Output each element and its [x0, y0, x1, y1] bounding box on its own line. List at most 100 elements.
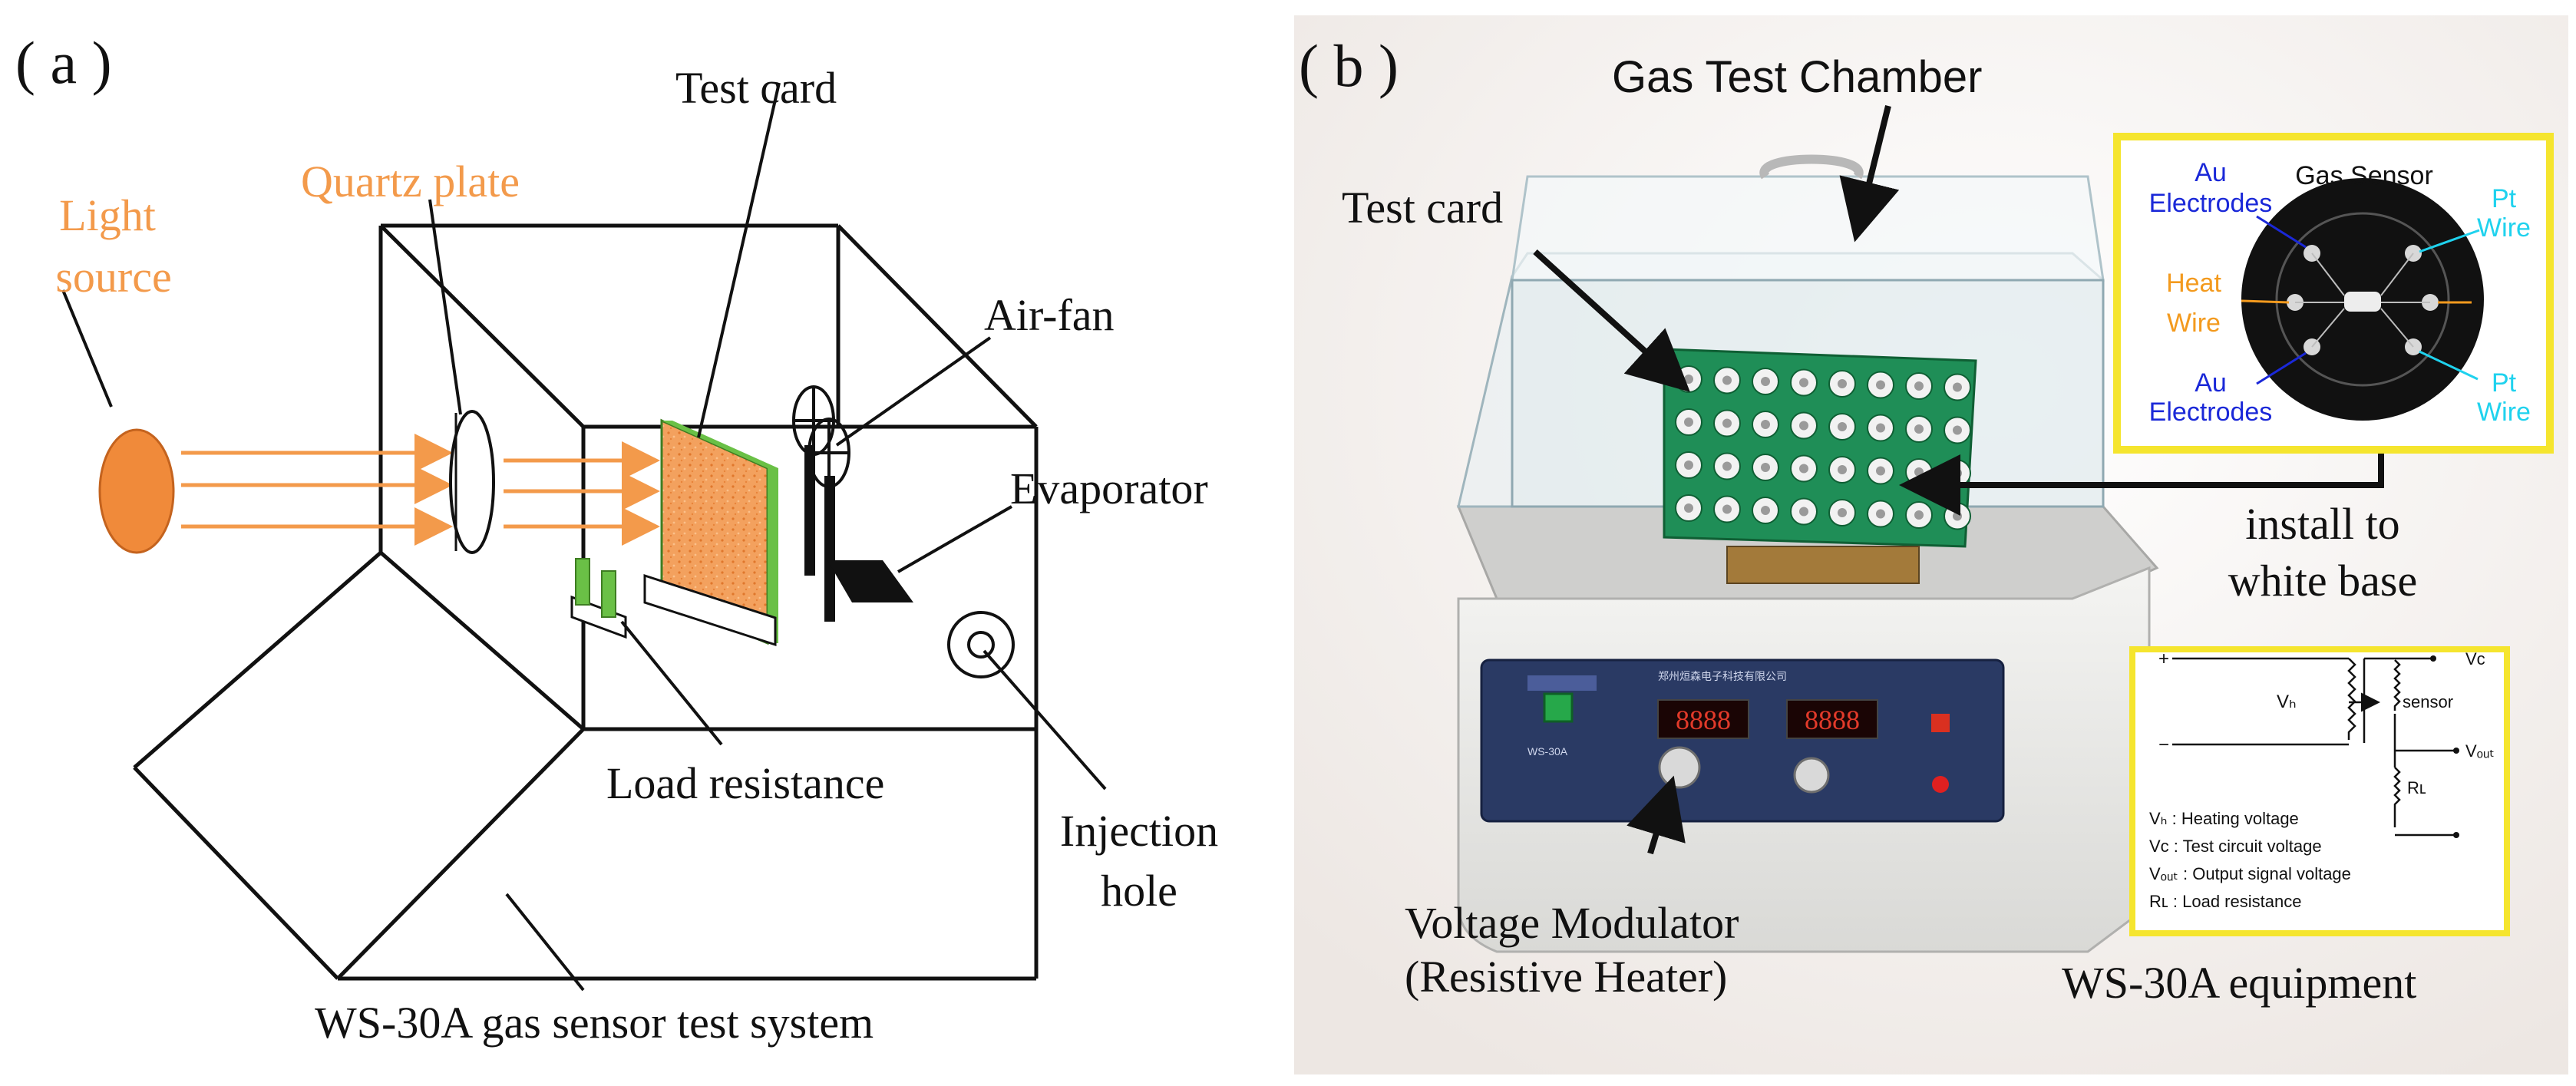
panel-b-tag: ( b ) — [1299, 32, 1399, 99]
socket-pin — [1914, 381, 1924, 391]
chamber-arrow — [1839, 105, 1900, 243]
system-label: WS-30A gas sensor test system — [315, 998, 874, 1048]
quartz-plate-label: Quartz plate — [301, 157, 520, 206]
pcb-connector — [1726, 546, 1920, 584]
socket-pin — [1953, 468, 1962, 478]
socket-pin — [1876, 380, 1885, 390]
svg-text:Electrodes: Electrodes — [2149, 398, 2273, 427]
test-card-arrow — [1533, 249, 1690, 392]
sensor-title: Gas Sensor — [2295, 161, 2433, 190]
load-resistance-label: Load resistance — [606, 758, 884, 808]
socket-pin — [1914, 467, 1924, 477]
socket-pin — [1838, 379, 1847, 388]
svg-text:Electrodes: Electrodes — [2149, 189, 2273, 218]
injection-leader — [983, 649, 1107, 791]
legend-vout: Vₒᵤₜ : Output signal voltage — [2149, 864, 2351, 883]
socket-pin — [1684, 503, 1693, 513]
voltage-knob[interactable] — [1658, 746, 1701, 789]
load-resistance-leader — [620, 620, 723, 746]
gas-test-chamber-label: Gas Test Chamber — [1612, 52, 1982, 102]
svg-text:Pt: Pt — [2492, 368, 2517, 398]
socket-pin — [1876, 509, 1885, 519]
test-card-label-b: Test card — [1342, 183, 1503, 233]
socket-pin — [1684, 460, 1693, 470]
socket-pin — [1838, 422, 1847, 431]
svg-text:Vₕ: Vₕ — [2277, 692, 2297, 712]
system-leader — [505, 893, 585, 992]
socket-pin — [1761, 377, 1770, 386]
evaporator-icon — [827, 560, 913, 602]
svg-text:−: − — [2158, 734, 2169, 755]
svg-text:sensor: sensor — [2403, 692, 2453, 711]
brand-text: 郑州烜森电子科技有限公司 — [1658, 670, 1787, 682]
quartz-leader — [428, 199, 462, 415]
socket-pin — [1722, 418, 1732, 428]
panel-b: ( b ) 郑州烜森电子科技有限公司 WS-30A 8888 8888 Gas … — [1294, 15, 2568, 1074]
power-switch[interactable] — [1543, 692, 1574, 723]
test-card-leader — [697, 82, 781, 438]
quartz-plate-icon — [449, 410, 495, 554]
chamber-outline — [133, 223, 1039, 981]
display-1 — [1657, 699, 1749, 739]
svg-text:Wire: Wire — [2167, 309, 2221, 338]
install-label-2: white base — [2228, 556, 2417, 606]
socket-pin — [1914, 510, 1924, 520]
voltage-label-2: (Resistive Heater) — [1405, 952, 1727, 1002]
socket-pin — [1684, 418, 1693, 427]
svg-text:Wire: Wire — [2477, 398, 2531, 427]
svg-text:Au: Au — [2195, 368, 2227, 398]
socket-pin — [1799, 464, 1808, 474]
red-button[interactable] — [1931, 714, 1950, 732]
socket-pin — [1953, 425, 1962, 435]
card-base — [643, 573, 777, 647]
svg-text:Vₒᵤₜ: Vₒᵤₜ — [2465, 741, 2495, 761]
red-indicator — [1932, 776, 1949, 793]
light-source-label-2: source — [55, 252, 171, 302]
chamber-handle — [1759, 154, 1864, 180]
svg-text:Rʟ: Rʟ — [2407, 778, 2426, 797]
svg-text:Heat: Heat — [2166, 269, 2221, 298]
socket-pin — [1876, 466, 1885, 476]
socket-pin — [1799, 378, 1808, 388]
socket-pin — [1761, 506, 1770, 515]
evaporator-label: Evaporator — [1010, 464, 1208, 513]
circuit-inset: + − Vₕ sensor Vᴄ Vₒᵤₜ Rʟ Vₕ : Heating vo… — [2129, 646, 2510, 936]
socket-pin — [1684, 375, 1693, 384]
socket-pin — [1722, 375, 1732, 385]
test-card-pcb — [1663, 348, 1977, 548]
model-text: WS-30A — [1527, 745, 1568, 758]
test-card-label-a: Test card — [675, 63, 837, 113]
air-fan-label: Air-fan — [984, 290, 1115, 340]
svg-text:+: + — [2158, 649, 2169, 669]
equipment-label: WS-30A equipment — [2062, 958, 2416, 1008]
legend-vc: Vᴄ : Test circuit voltage — [2149, 837, 2322, 856]
air-fan-icon — [792, 385, 850, 488]
socket-pin — [1722, 504, 1732, 514]
voltage-label-1: Voltage Modulator — [1405, 898, 1739, 948]
sensor-element — [2344, 292, 2381, 312]
injection-label-2: hole — [1101, 866, 1177, 916]
socket-pin — [1914, 424, 1924, 434]
second-knob[interactable] — [1793, 757, 1830, 794]
legend-rl: Rʟ : Load resistance — [2149, 892, 2301, 911]
socket-pin — [1761, 463, 1770, 472]
legend-vh: Vₕ : Heating voltage — [2149, 809, 2299, 828]
socket-pin — [1838, 508, 1847, 517]
socket-pin — [1799, 507, 1808, 517]
install-label-1: install to — [2245, 499, 2399, 549]
display-2 — [1786, 699, 1878, 739]
svg-text:Au: Au — [2195, 158, 2227, 187]
socket-pin — [1799, 421, 1808, 431]
socket-pin — [1876, 423, 1885, 433]
gas-sensor-inset: Gas Sensor Au Electrodes Pt Wire Heat Wi… — [2113, 133, 2554, 454]
socket-pin — [1838, 465, 1847, 474]
air-fan-leader — [835, 336, 992, 447]
socket-pin — [1953, 511, 1962, 521]
svg-text:8888: 8888 — [1805, 705, 1860, 735]
svg-text:Pt: Pt — [2492, 184, 2517, 213]
injection-label-1: Injection — [1060, 806, 1218, 856]
load-resistance-icon — [575, 558, 590, 606]
socket-pin — [1722, 461, 1732, 471]
